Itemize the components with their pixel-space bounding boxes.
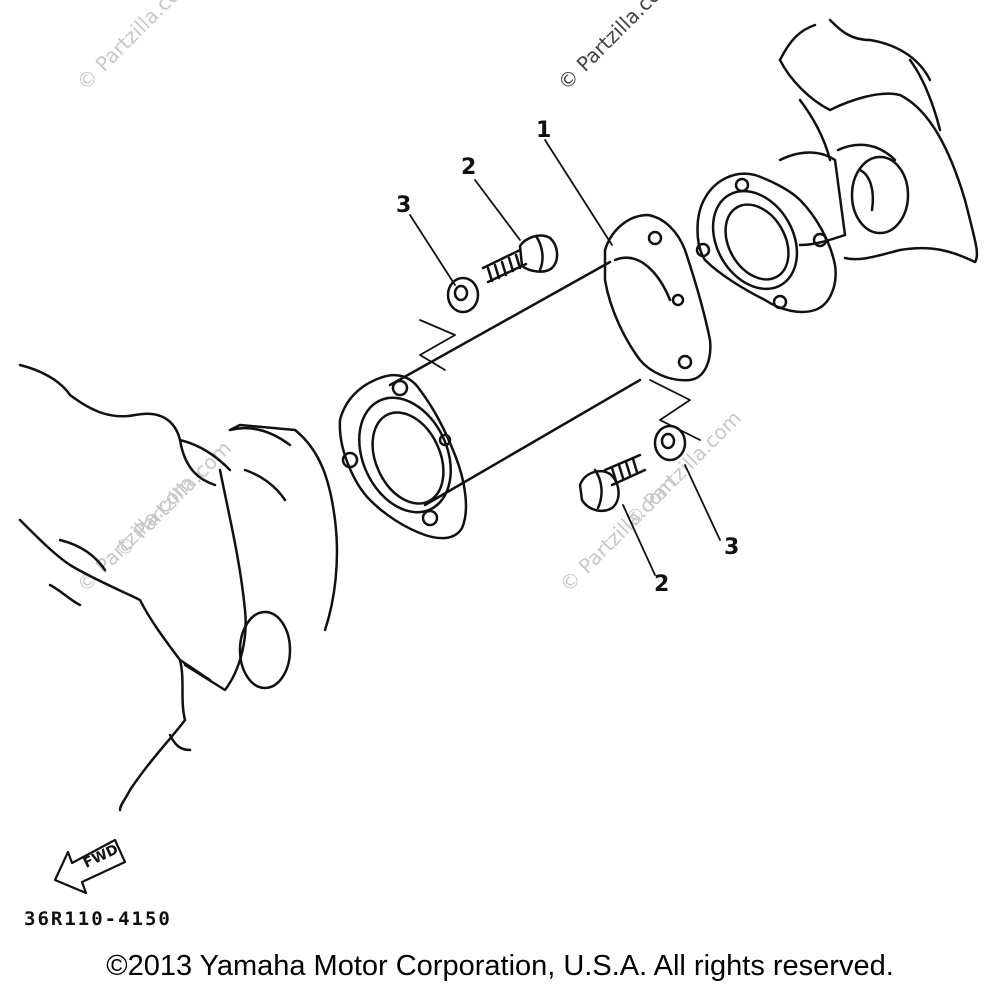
leader-lines [409,139,721,576]
callout-part-2-lower: 2 [654,572,670,597]
callout-part-3-upper: 3 [396,193,412,218]
fwd-arrow-icon [53,838,127,895]
rear-housing [778,18,979,264]
rear-flange [695,172,837,314]
bolt-upper [481,234,559,284]
exhaust-joint-pipe [338,213,712,540]
washer-upper [446,276,480,314]
diagram-code: 36R110-4150 [24,908,172,930]
front-housing [18,363,339,812]
copyright-notice: ©2013 Yamaha Motor Corporation, U.S.A. A… [106,950,894,982]
callout-part-2-upper: 2 [461,155,477,180]
callout-part-1: 1 [536,118,552,143]
bolt-lower [578,453,647,512]
callout-part-3-lower: 3 [724,535,740,560]
